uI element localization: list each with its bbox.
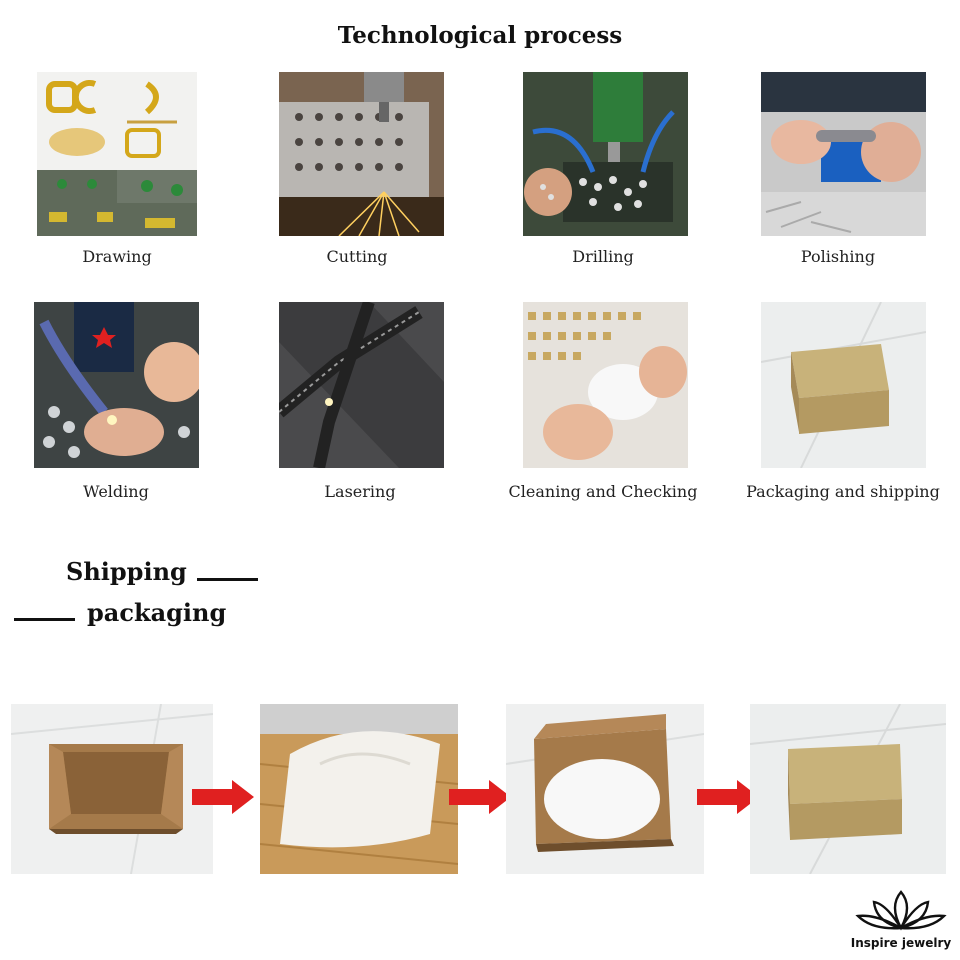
step-label-drilling: Drilling	[572, 247, 634, 266]
step-label-welding: Welding	[83, 482, 149, 501]
closed-box-photo	[750, 704, 946, 874]
box-with-item-photo	[506, 704, 704, 874]
box-with-wrap-photo	[260, 704, 458, 874]
arrow-icon	[697, 780, 759, 814]
shipping-title-line2: packaging	[87, 598, 227, 627]
shipping-title-rule-left	[14, 618, 75, 621]
welding-photo	[34, 302, 199, 468]
arrow-icon	[192, 780, 254, 814]
empty-box-photo	[11, 704, 213, 874]
shipping-title-rule-right	[197, 578, 258, 581]
step-label-cleaning-checking: Cleaning and Checking	[508, 482, 698, 501]
polishing-photo	[761, 72, 926, 236]
cutting-photo	[279, 72, 444, 236]
page-title: Technological process	[337, 22, 623, 49]
lasering-photo	[279, 302, 444, 468]
step-label-cutting: Cutting	[326, 247, 388, 266]
lotus-icon	[855, 890, 947, 931]
drawing-photo	[37, 72, 197, 236]
step-label-lasering: Lasering	[324, 482, 396, 501]
arrow-icon	[449, 780, 511, 814]
cleaning-checking-photo	[523, 302, 688, 468]
shipping-title-line1: Shipping	[66, 557, 187, 586]
drilling-photo	[523, 72, 688, 236]
step-label-packaging-shipping: Packaging and shipping	[746, 482, 940, 501]
step-label-drawing: Drawing	[82, 247, 152, 266]
brand-name: Inspire jewelry	[850, 936, 952, 950]
step-label-polishing: Polishing	[800, 247, 876, 266]
packaging-photo	[761, 302, 926, 468]
brand-logo: Inspire jewelry	[846, 884, 956, 954]
